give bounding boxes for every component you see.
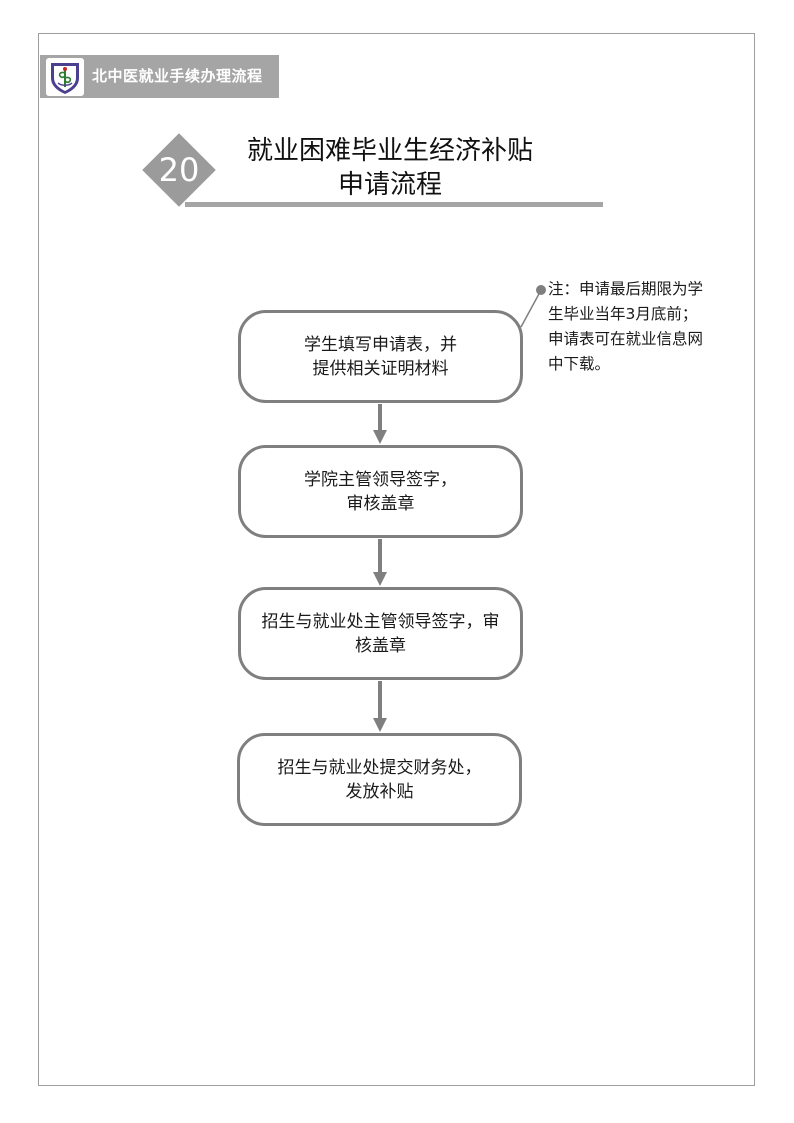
step-text-line: 学院主管领导签字，: [304, 469, 457, 490]
note-line: 注：申请最后期限为学: [548, 280, 704, 298]
step-text-line: 审核盖章: [346, 493, 415, 514]
step-text-line: 提供相关证明材料: [312, 358, 449, 379]
flow-step-4: 招生与就业处提交财务处， 发放补贴: [237, 733, 522, 826]
note-line: 中下载。: [548, 355, 611, 373]
step-text-line: 学生填写申请表，并: [304, 334, 457, 355]
university-logo-icon: [46, 58, 84, 96]
page-border: [38, 33, 755, 1086]
header-badge: 北中医就业手续办理流程: [40, 55, 279, 98]
step-text-line: 招生与就业处提交财务处，: [277, 757, 482, 778]
header-title: 北中医就业手续办理流程: [92, 67, 263, 85]
step-text-line: 发放补贴: [345, 781, 414, 802]
section-title-line2: 申请流程: [337, 170, 442, 200]
section-title-line1: 就业困难毕业生经济补贴: [246, 136, 533, 166]
flow-step-3: 招生与就业处主管领导签字，审 核盖章: [238, 587, 523, 680]
flow-step-2: 学院主管领导签字， 审核盖章: [238, 445, 523, 538]
title-underline: [185, 202, 603, 207]
section-number: 20: [158, 151, 200, 189]
note-text: 注：申请最后期限为学 生毕业当年3月底前； 申请表可在就业信息网 中下载。: [548, 277, 703, 377]
note-line: 申请表可在就业信息网: [548, 330, 704, 348]
section-title: 就业困难毕业生经济补贴 申请流程: [200, 134, 580, 202]
flow-step-1: 学生填写申请表，并 提供相关证明材料: [238, 310, 523, 403]
step-text-line: 招生与就业处主管领导签字，审: [261, 611, 500, 632]
step-text-line: 核盖章: [355, 635, 406, 656]
note-line: 生毕业当年3月底前；: [548, 305, 698, 323]
